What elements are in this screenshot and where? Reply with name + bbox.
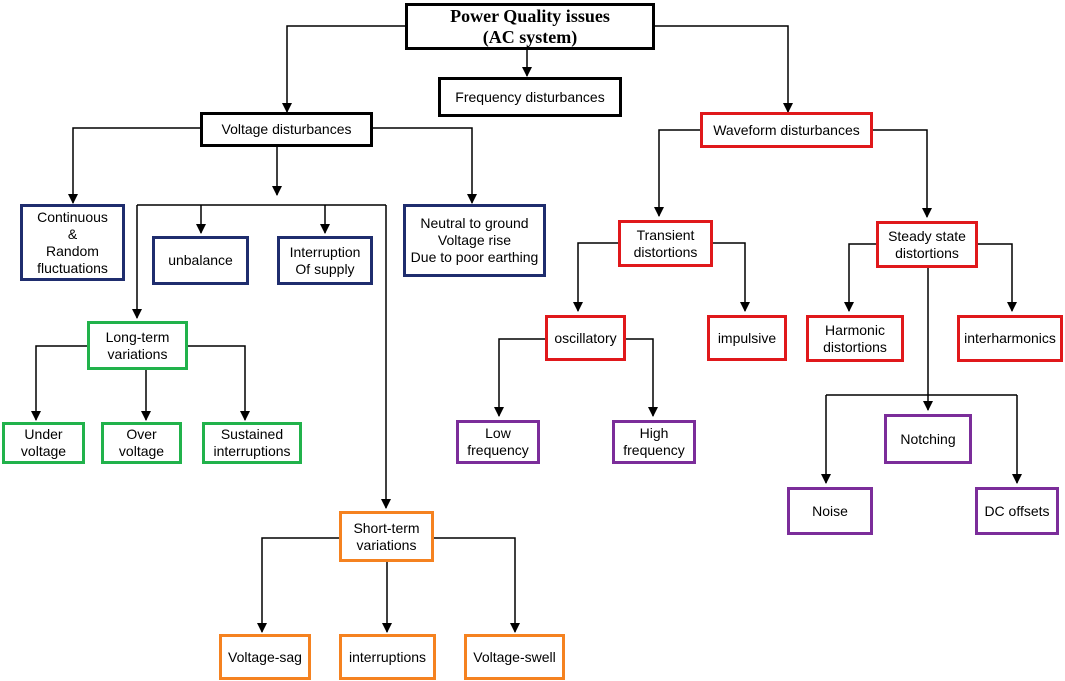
node-high-frequency: High frequency <box>612 420 696 464</box>
node-notching: Notching <box>884 414 972 464</box>
node-harmonic-distortions: Harmonic distortions <box>806 315 904 362</box>
node-under-voltage: Under voltage <box>2 422 85 464</box>
node-short-term-variations: Short-term variations <box>339 511 434 562</box>
node-frequency-disturbances: Frequency disturbances <box>438 77 622 117</box>
node-impulsive: impulsive <box>707 315 787 361</box>
node-neutral-to-ground-voltage-rise: Neutral to ground Voltage rise Due to po… <box>403 204 546 277</box>
node-interharmonics: interharmonics <box>957 315 1063 362</box>
node-interruptions: interruptions <box>339 634 436 680</box>
node-continuous-random-fluctuations: Continuous & Random fluctuations <box>20 204 125 281</box>
node-long-term-variations: Long-term variations <box>87 321 188 370</box>
node-oscillatory: oscillatory <box>545 315 626 361</box>
node-transient-distortions: Transient distortions <box>618 220 713 267</box>
node-interruption-of-supply: Interruption Of supply <box>277 236 373 285</box>
node-voltage-swell: Voltage-swell <box>464 634 565 680</box>
node-dc-offsets: DC offsets <box>975 487 1059 535</box>
root-node-power-quality-issues: Power Quality issues (AC system) <box>405 3 655 50</box>
node-waveform-disturbances: Waveform disturbances <box>700 112 873 148</box>
node-voltage-disturbances: Voltage disturbances <box>200 112 373 147</box>
node-low-frequency: Low frequency <box>456 420 540 464</box>
node-sustained-interruptions: Sustained interruptions <box>202 422 302 464</box>
node-voltage-sag: Voltage-sag <box>219 634 311 680</box>
node-over-voltage: Over voltage <box>101 422 182 464</box>
node-steady-state-distortions: Steady state distortions <box>876 221 978 268</box>
node-noise: Noise <box>787 487 873 535</box>
node-unbalance: unbalance <box>152 236 249 285</box>
